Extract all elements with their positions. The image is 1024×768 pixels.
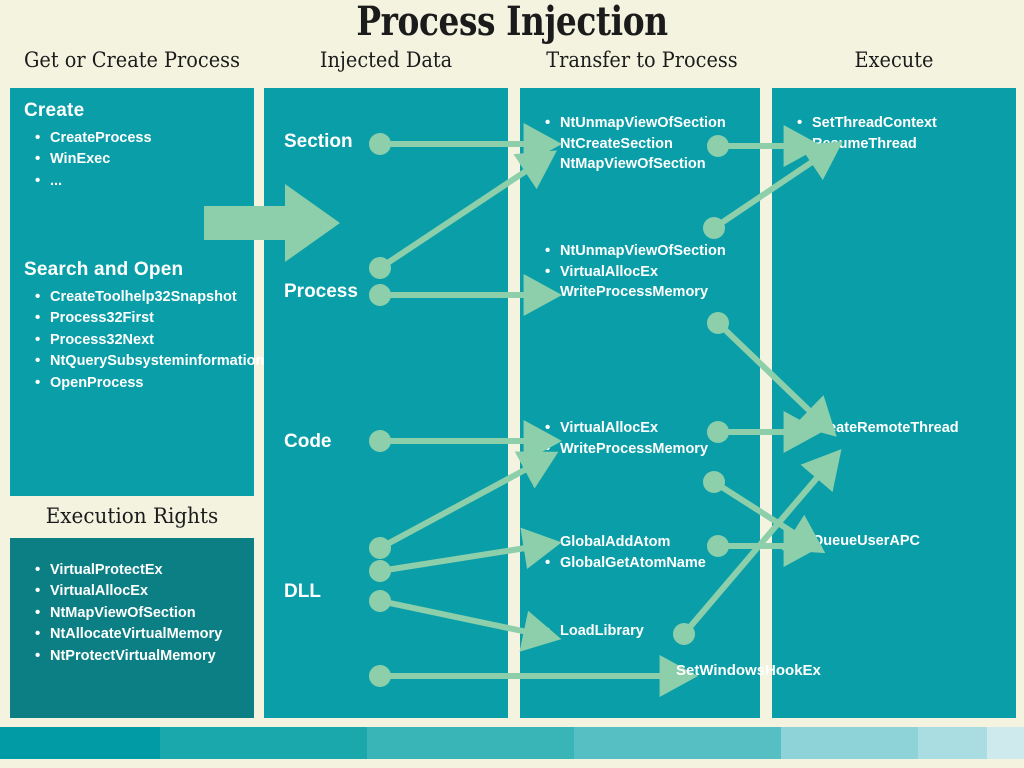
api-list: LoadLibrary bbox=[534, 620, 764, 642]
column-header-get-or-create-process: Get or Create Process bbox=[23, 48, 241, 72]
api-list: NtUnmapViewOfSection VirtualAllocEx Writ… bbox=[534, 240, 764, 303]
execution-rights-block: VirtualProtectEx VirtualAllocEx NtMapVie… bbox=[24, 559, 244, 668]
api-group-code-transfer: VirtualAllocEx WriteProcessMemory bbox=[534, 417, 764, 460]
column-header-execute: Execute bbox=[854, 48, 934, 72]
palette-swatch bbox=[918, 727, 987, 759]
api-group-remote-thread: CreateRemoteThread bbox=[786, 417, 1012, 439]
list-item: NtMapViewOfSection bbox=[35, 602, 244, 625]
search-and-open-list: CreateToolhelp32Snapshot Process32First … bbox=[24, 286, 264, 395]
page-title: Process Injection bbox=[356, 0, 668, 45]
list-item: CreateRemoteThread bbox=[797, 417, 1012, 439]
api-list: GlobalAddAtom GlobalGetAtomName bbox=[534, 531, 764, 574]
list-item: OpenProcess bbox=[35, 372, 240, 395]
set-windows-hook-ex-label: SetWindowsHookEx bbox=[676, 662, 821, 679]
list-item: NtMapViewOfSection bbox=[545, 153, 764, 175]
list-item: GlobalGetAtomName bbox=[545, 552, 764, 574]
palette-swatch bbox=[0, 727, 160, 759]
api-list: NtUnmapViewOfSection NtCreateSection NtM… bbox=[534, 112, 764, 175]
list-item: Process32First bbox=[35, 307, 240, 330]
list-item: NtAllocateVirtualMemory bbox=[35, 623, 244, 646]
list-item: NtUnmapViewOfSection bbox=[545, 240, 764, 262]
category-label-section: Section bbox=[284, 131, 353, 152]
list-item: Process32Next bbox=[35, 329, 240, 352]
list-item: SetThreadContext bbox=[797, 112, 1012, 134]
list-item: VirtualProtectEx bbox=[35, 559, 244, 582]
api-list: SetThreadContext ResumeThread bbox=[786, 112, 1012, 155]
list-item: LoadLibrary bbox=[545, 620, 764, 642]
api-group-thread-context: SetThreadContext ResumeThread bbox=[786, 112, 1012, 155]
search-and-open-block: Search and Open CreateToolhelp32Snapshot… bbox=[24, 259, 264, 395]
api-group-process-transfer: NtUnmapViewOfSection VirtualAllocEx Writ… bbox=[534, 240, 764, 303]
palette-swatch bbox=[987, 727, 1024, 759]
list-item: NtCreateSection bbox=[545, 133, 764, 155]
api-group-apc: QueueUserAPC bbox=[786, 530, 1012, 552]
create-list: CreateProcess WinExec ... bbox=[24, 127, 240, 193]
create-heading: Create bbox=[24, 100, 85, 121]
category-label-process: Process bbox=[284, 281, 358, 302]
api-list: CreateRemoteThread bbox=[786, 417, 1012, 439]
palette-strip bbox=[0, 727, 1024, 759]
list-item: WriteProcessMemory bbox=[545, 281, 764, 303]
list-item: WriteProcessMemory bbox=[545, 438, 764, 460]
list-item: VirtualAllocEx bbox=[545, 261, 764, 283]
list-item: QueueUserAPC bbox=[797, 530, 1012, 552]
category-label-code: Code bbox=[284, 431, 332, 452]
api-group-atom-transfer: GlobalAddAtom GlobalGetAtomName bbox=[534, 531, 764, 574]
palette-swatch bbox=[781, 727, 918, 759]
category-label-dll: DLL bbox=[284, 581, 321, 602]
column-header-injected-data: Injected Data bbox=[319, 48, 453, 72]
execution-rights-title: Execution Rights bbox=[45, 504, 219, 528]
list-item: NtQuerySubsysteminformation bbox=[35, 350, 264, 373]
list-item: NtUnmapViewOfSection bbox=[545, 112, 764, 134]
api-list: QueueUserAPC bbox=[786, 530, 1012, 552]
list-item: CreateProcess bbox=[35, 127, 240, 150]
column-header-transfer-to-process: Transfer to Process bbox=[546, 48, 738, 72]
list-item: NtProtectVirtualMemory bbox=[35, 645, 244, 668]
list-item: ... bbox=[35, 170, 240, 193]
list-item: WinExec bbox=[35, 148, 240, 171]
list-item: VirtualAllocEx bbox=[35, 580, 244, 603]
column-panel-injected-data bbox=[264, 88, 508, 718]
api-group-section-transfer: NtUnmapViewOfSection NtCreateSection NtM… bbox=[534, 112, 764, 175]
column-panel-execute bbox=[772, 88, 1016, 718]
palette-swatch bbox=[574, 727, 781, 759]
palette-swatch bbox=[160, 727, 367, 759]
api-list: VirtualAllocEx WriteProcessMemory bbox=[534, 417, 764, 460]
list-item: GlobalAddAtom bbox=[545, 531, 764, 553]
api-group-loadlibrary-transfer: LoadLibrary bbox=[534, 620, 764, 642]
palette-swatch bbox=[367, 727, 574, 759]
list-item: ResumeThread bbox=[797, 133, 1012, 155]
list-item: CreateToolhelp32Snapshot bbox=[35, 286, 240, 309]
search-and-open-heading: Search and Open bbox=[24, 259, 184, 280]
create-block: Create CreateProcess WinExec ... bbox=[24, 100, 240, 193]
list-item: VirtualAllocEx bbox=[545, 417, 764, 439]
execution-rights-list: VirtualProtectEx VirtualAllocEx NtMapVie… bbox=[24, 559, 244, 668]
